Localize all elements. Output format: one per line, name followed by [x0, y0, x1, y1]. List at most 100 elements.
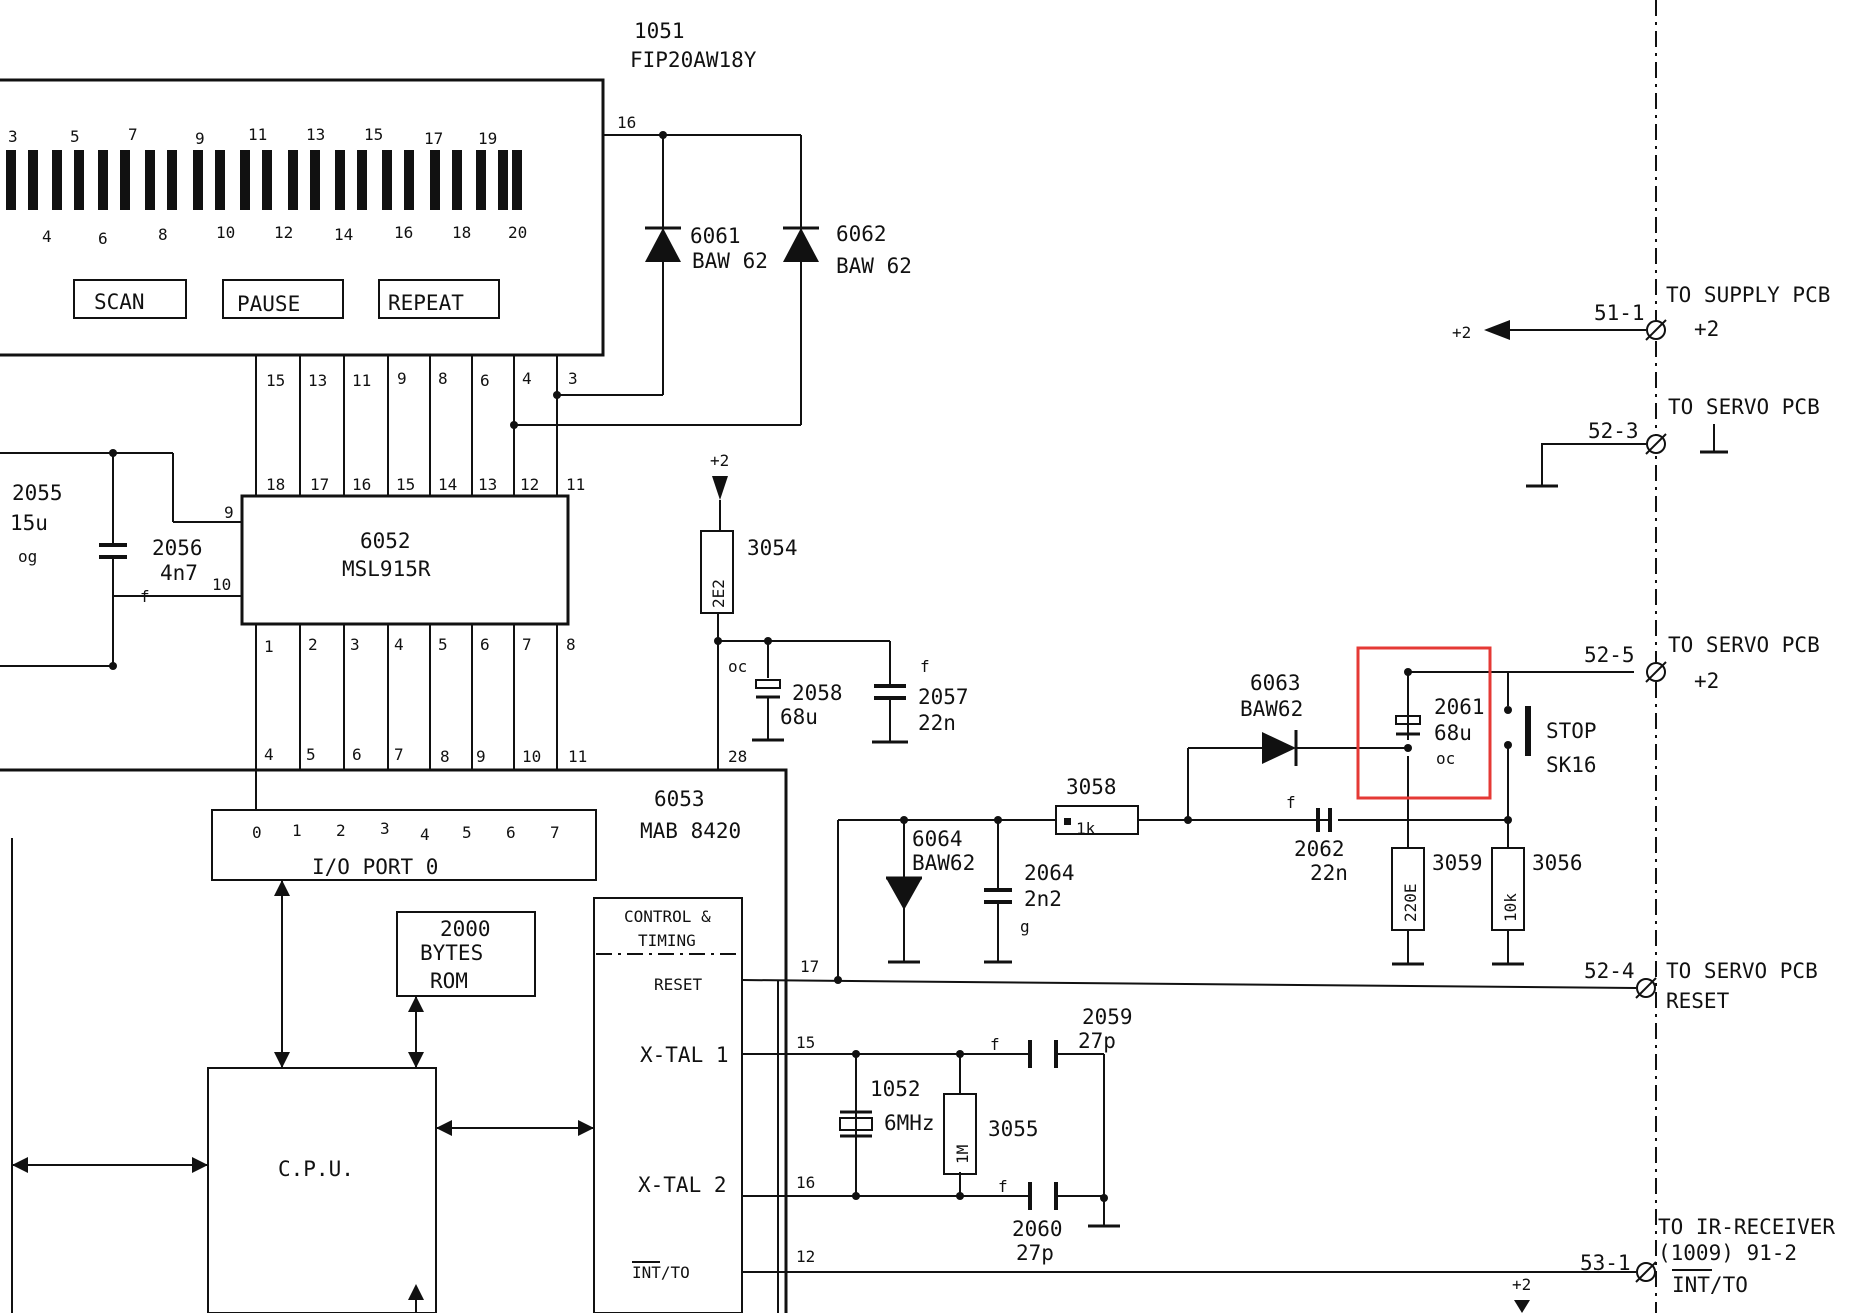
- svg-text:BAW 62: BAW 62: [692, 249, 768, 273]
- svg-text:8: 8: [158, 225, 168, 244]
- svg-text:1M: 1M: [953, 1145, 972, 1164]
- svg-text:7: 7: [522, 635, 532, 654]
- svg-text:220E: 220E: [1401, 883, 1420, 922]
- ic-6052: 6052 MSL915R 18 17 16 15 14 13 12 11 9 1…: [212, 475, 585, 656]
- svg-text:ROM: ROM: [430, 969, 468, 993]
- svg-text:5: 5: [70, 127, 80, 146]
- svg-text:11: 11: [352, 371, 371, 390]
- pause-label: PAUSE: [237, 292, 300, 316]
- svg-text:7: 7: [394, 745, 404, 764]
- svg-text:TO SUPPLY PCB: TO SUPPLY PCB: [1666, 283, 1830, 307]
- svg-text:+2: +2: [1452, 323, 1471, 342]
- svg-text:4: 4: [522, 369, 532, 388]
- svg-text:6061: 6061: [690, 224, 741, 248]
- cap-2064: 2064 2n2 g: [984, 861, 1075, 964]
- svg-text:12: 12: [520, 475, 539, 494]
- svg-text:11: 11: [566, 475, 585, 494]
- svg-text:2n2: 2n2: [1024, 887, 1062, 911]
- cap-2062: f 2062 22n: [1286, 793, 1348, 885]
- svg-text:8: 8: [440, 747, 450, 766]
- svg-text:4: 4: [394, 635, 404, 654]
- svg-text:16: 16: [796, 1173, 815, 1192]
- diode-6064: 6064 BAW62: [886, 827, 975, 964]
- display-ref: 1051: [634, 19, 685, 43]
- svg-text:+2: +2: [1512, 1275, 1531, 1294]
- svg-text:6: 6: [98, 229, 108, 248]
- svg-text:11: 11: [248, 125, 267, 144]
- svg-text:52-3: 52-3: [1588, 419, 1639, 443]
- svg-text:2055: 2055: [12, 481, 63, 505]
- display-1051: 1051 FIP20AW18Y 3 5 7 9 11 13 15 17 19: [0, 19, 757, 390]
- svg-text:0: 0: [252, 823, 262, 842]
- svg-text:3054: 3054: [747, 536, 798, 560]
- svg-text:I/O PORT 0: I/O PORT 0: [312, 855, 438, 879]
- svg-text:22n: 22n: [1310, 861, 1348, 885]
- svg-text:2056: 2056: [152, 536, 203, 560]
- svg-text:6: 6: [480, 635, 490, 654]
- svg-text:3: 3: [8, 127, 18, 146]
- svg-text:7: 7: [128, 125, 138, 144]
- svg-text:2064: 2064: [1024, 861, 1075, 885]
- svg-text:+2: +2: [1694, 317, 1719, 341]
- svg-text:17: 17: [424, 129, 443, 148]
- svg-text:2061: 2061: [1434, 695, 1485, 719]
- svg-text:MAB 8420: MAB 8420: [640, 819, 741, 843]
- connector-52-3: 52-3 TO SERVO PCB: [1526, 395, 1820, 488]
- svg-text:og: og: [18, 547, 37, 566]
- svg-text:68u: 68u: [780, 705, 818, 729]
- svg-text:3: 3: [350, 635, 360, 654]
- svg-text:14: 14: [438, 475, 457, 494]
- svg-text:BYTES: BYTES: [420, 941, 483, 965]
- display-top-digits: 3 5 7 9 11 13 15 17 19: [8, 125, 497, 148]
- svg-text:13: 13: [478, 475, 497, 494]
- cpu-block: [207, 1067, 437, 1313]
- svg-text:15: 15: [396, 475, 415, 494]
- svg-text:6052: 6052: [360, 529, 411, 553]
- connector-52-4: 52-4 TO SERVO PCB RESET: [1584, 959, 1818, 1013]
- connector-51-1: 51-1 +2 TO SUPPLY PCB +2: [1452, 283, 1830, 342]
- svg-text:4: 4: [420, 825, 430, 844]
- svg-text:12: 12: [274, 223, 293, 242]
- svg-text:TO IR-RECEIVER: TO IR-RECEIVER: [1658, 1215, 1835, 1239]
- svg-text:2059: 2059: [1082, 1005, 1133, 1029]
- svg-text:10k: 10k: [1501, 893, 1520, 922]
- svg-text:4n7: 4n7: [160, 561, 198, 585]
- svg-text:18: 18: [452, 223, 471, 242]
- highlight-box: [1356, 646, 1492, 800]
- io-port-0: [211, 809, 597, 881]
- diode-6062: 6062 BAW 62: [783, 222, 912, 278]
- svg-text:11: 11: [568, 747, 587, 766]
- svg-text:STOP: STOP: [1546, 719, 1597, 743]
- svg-text:SK16: SK16: [1546, 753, 1597, 777]
- svg-text:1k: 1k: [1076, 819, 1096, 838]
- supply-3054-branch: +2 2E2 3054 oc 2058 68u f 2057 22n: [700, 451, 969, 770]
- svg-text:2057: 2057: [918, 685, 969, 709]
- svg-text:INT/TO: INT/TO: [1672, 1273, 1748, 1297]
- svg-text:27p: 27p: [1078, 1029, 1116, 1053]
- crystal-wires: [742, 980, 1636, 1313]
- svg-text:BAW 62: BAW 62: [836, 254, 912, 278]
- svg-text:oc: oc: [1436, 749, 1455, 768]
- svg-text:TO SERVO PCB: TO SERVO PCB: [1666, 959, 1818, 983]
- svg-text:6: 6: [480, 371, 490, 390]
- svg-text:2: 2: [336, 821, 346, 840]
- svg-text:14: 14: [334, 225, 353, 244]
- svg-text:9: 9: [195, 129, 205, 148]
- right-circuit-wires: [741, 671, 1637, 989]
- svg-text:16: 16: [394, 223, 413, 242]
- svg-text:3055: 3055: [988, 1117, 1039, 1141]
- svg-text:10: 10: [216, 223, 235, 242]
- svg-text:10: 10: [522, 747, 541, 766]
- svg-text:+2: +2: [710, 451, 729, 470]
- svg-text:6053: 6053: [654, 787, 705, 811]
- svg-text:2058: 2058: [792, 681, 843, 705]
- svg-text:9: 9: [397, 369, 407, 388]
- svg-text:15: 15: [796, 1033, 815, 1052]
- svg-text:oc: oc: [728, 657, 747, 676]
- svg-text:MSL915R: MSL915R: [342, 557, 431, 581]
- ic-interconnect-wires: [255, 624, 558, 810]
- svg-text:53-1: 53-1: [1580, 1251, 1631, 1275]
- svg-text:TO SERVO PCB: TO SERVO PCB: [1668, 395, 1820, 419]
- svg-text:RESET: RESET: [654, 975, 703, 994]
